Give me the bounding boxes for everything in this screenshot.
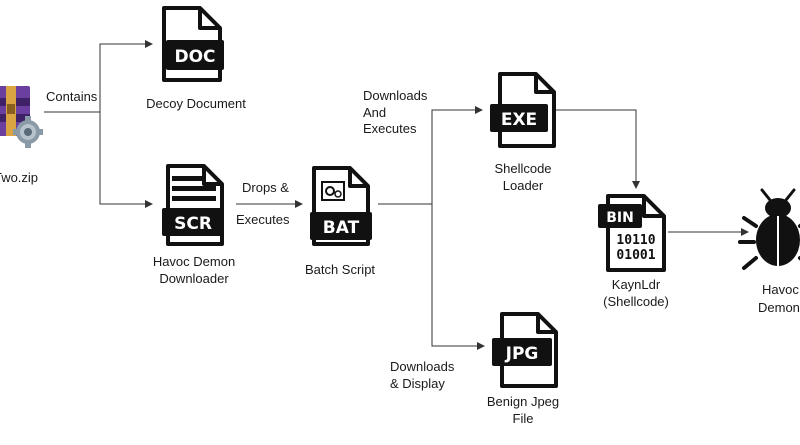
- edge-label-contains: Contains: [46, 89, 98, 104]
- edge-label-drops-line1: Drops &: [242, 180, 289, 195]
- bin-badge: BIN: [606, 210, 634, 226]
- demon-label-line1: Havoc: [762, 282, 799, 297]
- doc-badge: DOC: [174, 47, 215, 67]
- bug-icon: [738, 188, 800, 270]
- scr-file-icon: SCR: [162, 164, 224, 246]
- edge-label-downloads-exec-line1: Downloads: [363, 88, 428, 103]
- exe-badge: EXE: [501, 110, 537, 130]
- connectors: [44, 40, 749, 350]
- edge-loader-to-kaynldr: [556, 109, 640, 189]
- kaynldr-label-line2: (Shellcode): [603, 294, 669, 309]
- edge-label-downloads-exec-line2: And: [363, 105, 386, 120]
- kaynldr-label-line1: KaynLdr: [612, 277, 661, 292]
- archive-icon: [0, 86, 43, 148]
- downloader-label-line1: Havoc Demon: [153, 254, 235, 269]
- edge-label-drops-line2: Executes: [236, 212, 290, 227]
- edge-to-decoy: [99, 40, 153, 112]
- bat-file-icon: BAT: [310, 166, 372, 246]
- downloader-label-line2: Downloader: [159, 271, 229, 286]
- bin-file-icon: BIN 10110 01001: [598, 194, 666, 272]
- exe-file-icon: EXE: [490, 72, 556, 148]
- scr-badge: SCR: [174, 214, 212, 234]
- edge-label-downloads-exec-line3: Executes: [363, 121, 417, 136]
- jpeg-label-line1: Benign Jpeg: [487, 394, 559, 409]
- bat-badge: BAT: [323, 218, 360, 238]
- bin-bits-line2: 01001: [616, 248, 655, 263]
- bin-bits-line1: 10110: [616, 233, 655, 248]
- batch-label: Batch Script: [305, 262, 375, 277]
- edge-to-downloader: [99, 112, 153, 208]
- jpg-file-icon: JPG: [492, 312, 558, 388]
- edge-to-loader: [431, 106, 483, 204]
- jpeg-label-line2: File: [513, 411, 534, 426]
- loader-label-line1: Shellcode: [494, 161, 551, 176]
- decoy-label: Decoy Document: [146, 96, 246, 111]
- jpg-badge: JPG: [505, 344, 539, 364]
- loader-label-line2: Loader: [503, 178, 544, 193]
- edge-label-downloads-display-line1: Downloads: [390, 359, 455, 374]
- demon-label-line2: Demon: [758, 300, 800, 315]
- zip-label: Two.zip: [0, 170, 38, 185]
- doc-file-icon: DOC: [162, 6, 224, 82]
- edge-to-jpeg: [431, 204, 485, 350]
- edge-label-downloads-display-line2: & Display: [390, 376, 445, 391]
